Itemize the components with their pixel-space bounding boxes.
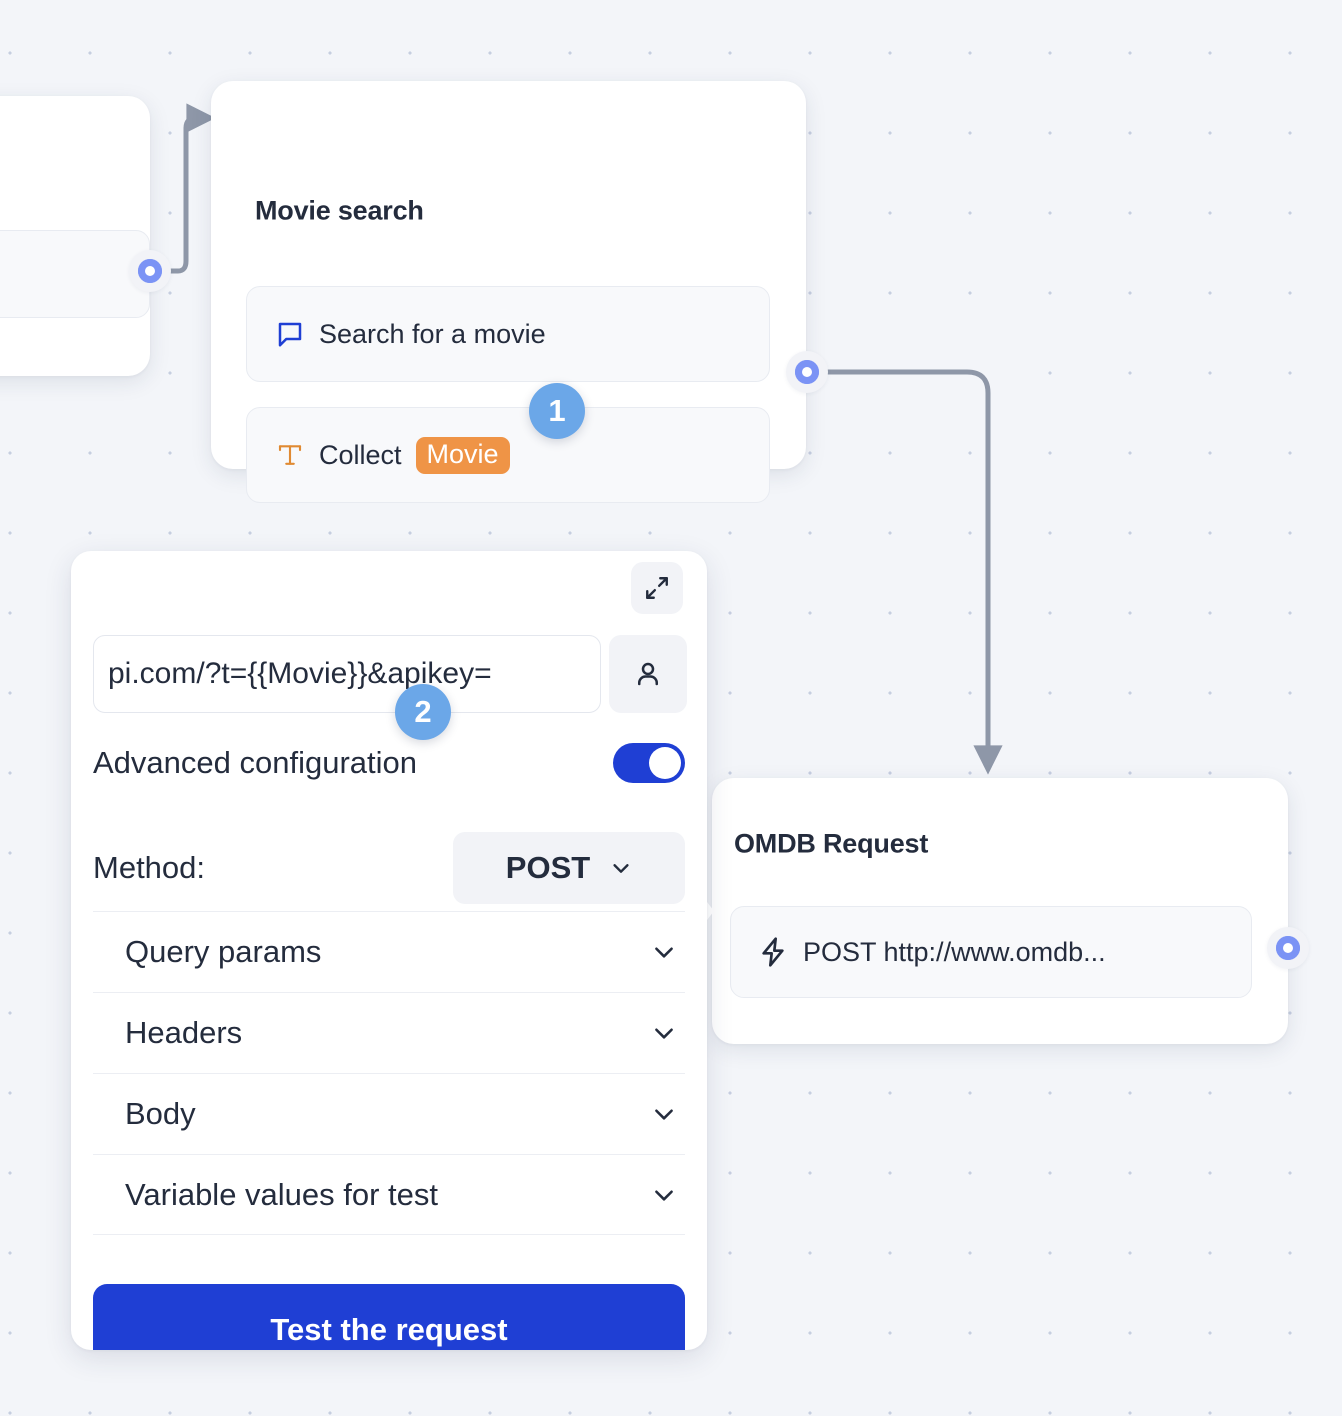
request-url-input[interactable]	[93, 635, 601, 713]
node-row-label: Collect	[319, 439, 402, 470]
lightning-bolt-icon	[757, 936, 789, 968]
node-row-label: POST http://www.omdb...	[803, 936, 1106, 967]
variable-chip-movie[interactable]: Movie	[415, 436, 510, 474]
request-config-panel[interactable]: Advanced configuration Method: POST Quer…	[71, 551, 707, 1350]
toggle-knob	[649, 747, 681, 779]
node-title-omdb-request: OMDB Request	[734, 828, 929, 859]
expand-diagonal-icon[interactable]	[631, 562, 683, 614]
node-handle-partial-output[interactable]	[129, 250, 171, 292]
accordion-label: Body	[125, 1096, 196, 1131]
node-row-post-request[interactable]: POST http://www.omdb...	[730, 906, 1252, 998]
step-badge-2: 2	[395, 684, 451, 740]
step-badge-1: 1	[529, 383, 585, 439]
test-the-request-button[interactable]: Test the request	[93, 1284, 685, 1350]
node-title-movie-search: Movie search	[255, 195, 424, 226]
method-select[interactable]: POST	[453, 832, 685, 904]
chevron-down-icon	[610, 857, 632, 879]
node-row-collect-movie[interactable]: Collect Movie	[246, 407, 770, 503]
text-t-icon	[275, 440, 305, 470]
node-row-label: Search for a movie	[319, 318, 546, 349]
accordion-label: Variable values for test	[125, 1176, 439, 1212]
handle-hole	[145, 266, 155, 276]
node-card-movie-search[interactable]: Movie search Search for a movie Collect …	[211, 81, 806, 503]
url-row	[93, 635, 687, 713]
node-card-partial[interactable]	[0, 96, 150, 376]
handle-hole	[1283, 943, 1293, 953]
accordion-item-headers[interactable]: Headers	[93, 992, 685, 1073]
node-row-search-for-a-movie[interactable]: Search for a movie	[246, 286, 770, 382]
node-card-omdb-request[interactable]: OMDB Request POST http://www.omdb...	[700, 778, 1288, 1044]
node-handle-omdb-output[interactable]	[1267, 927, 1309, 969]
advanced-configuration-label: Advanced configuration	[93, 745, 418, 780]
advanced-configuration-row: Advanced configuration	[93, 743, 685, 783]
config-accordion: Query params Headers Body Variable value…	[93, 911, 685, 1235]
advanced-configuration-toggle[interactable]	[613, 743, 685, 783]
method-row: Method: POST	[93, 832, 685, 904]
handle-hole	[802, 367, 812, 377]
method-label: Method:	[93, 850, 206, 885]
accordion-item-query-params[interactable]: Query params	[93, 911, 685, 992]
chevron-down-icon	[651, 1101, 677, 1127]
node-handle-movie-search-output[interactable]	[786, 351, 828, 393]
person-icon[interactable]	[609, 635, 687, 713]
accordion-label: Query params	[125, 934, 322, 969]
node-partial-row[interactable]	[0, 230, 150, 318]
chevron-down-icon	[651, 939, 677, 965]
speech-bubble-icon	[275, 319, 305, 349]
accordion-label: Headers	[125, 1015, 243, 1050]
chevron-down-icon	[651, 1020, 677, 1046]
method-value: POST	[505, 850, 591, 885]
chevron-down-icon	[651, 1182, 677, 1208]
accordion-item-variable-values-for-test[interactable]: Variable values for test	[93, 1154, 685, 1235]
accordion-item-body[interactable]: Body	[93, 1073, 685, 1154]
